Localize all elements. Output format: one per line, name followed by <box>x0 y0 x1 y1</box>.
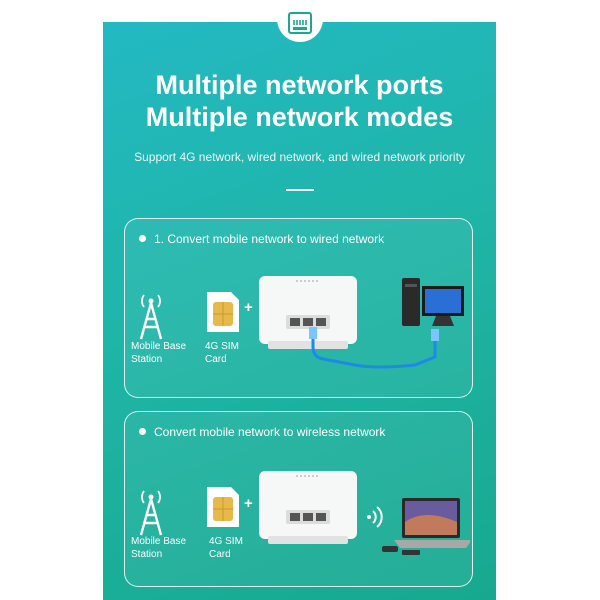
router-icon <box>259 276 357 349</box>
base-station-label: Mobile Base Station <box>131 341 187 365</box>
router-icon <box>259 471 357 544</box>
bullet-dot <box>139 235 146 242</box>
laptop-icon <box>382 498 470 555</box>
poster: Multiple network ports Multiple network … <box>103 22 496 600</box>
plus-sign: + <box>244 299 253 316</box>
panel-wireless: Convert mobile network to wireless netwo… <box>124 411 473 587</box>
ethernet-port-icon <box>288 12 312 34</box>
wifi-signal-icon <box>367 506 383 528</box>
base-station-label: Mobile Base Station <box>131 536 187 560</box>
subtitle: Support 4G network, wired network, and w… <box>134 150 465 164</box>
cell-tower-icon <box>139 294 163 340</box>
panel-title: Convert mobile network to wireless netwo… <box>139 425 385 439</box>
panel-wired: 1. Convert mobile network to wired netwo… <box>124 218 473 398</box>
headline-line-1: Multiple network ports <box>155 70 444 100</box>
sim-card-icon <box>207 292 239 332</box>
plus-sign: + <box>244 495 253 512</box>
headline-line-2: Multiple network modes <box>145 102 454 132</box>
bullet-dot <box>139 428 146 435</box>
panel-title: 1. Convert mobile network to wired netwo… <box>139 232 384 246</box>
sim-card-icon <box>207 487 239 527</box>
sim-label: 4G SIM Card <box>205 341 239 365</box>
top-badge <box>277 4 323 42</box>
divider <box>286 189 314 191</box>
ethernet-cable <box>309 327 439 369</box>
cell-tower-icon <box>139 490 163 536</box>
sim-label: 4G SIM Card <box>209 536 243 560</box>
desktop-computer-icon <box>402 278 464 326</box>
